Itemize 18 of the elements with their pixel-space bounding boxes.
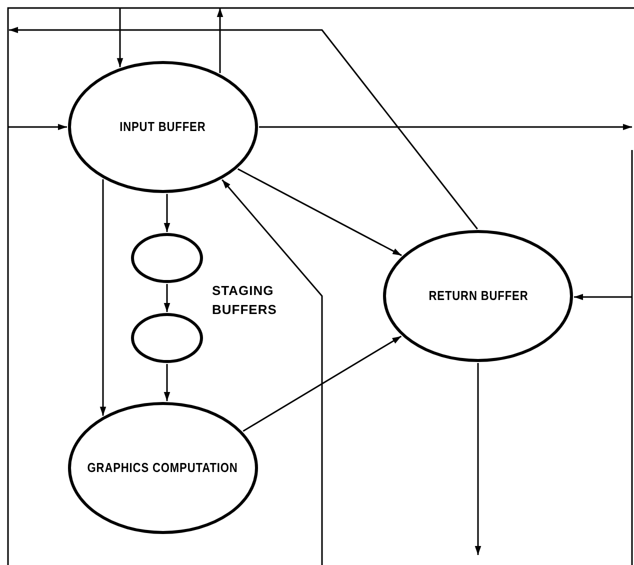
arrow [9, 26, 478, 230]
arrow [222, 179, 323, 565]
arrow [164, 364, 170, 402]
node-label: INPUT BUFFER [120, 118, 206, 136]
arrow [574, 294, 632, 300]
group-label: STAGING BUFFERS [212, 282, 278, 319]
arrow [242, 336, 402, 432]
arrow [8, 124, 67, 130]
arrow [259, 124, 632, 130]
arrow [116, 8, 124, 68]
arrow [216, 8, 224, 74]
arrow [164, 284, 170, 312]
arrow [474, 363, 482, 555]
arrow [237, 168, 402, 256]
arrow [164, 194, 170, 232]
node-label: RETURN BUFFER [428, 286, 528, 305]
arrow [100, 179, 106, 416]
node-label: GRAPHICS COMPUTATION [88, 458, 238, 477]
